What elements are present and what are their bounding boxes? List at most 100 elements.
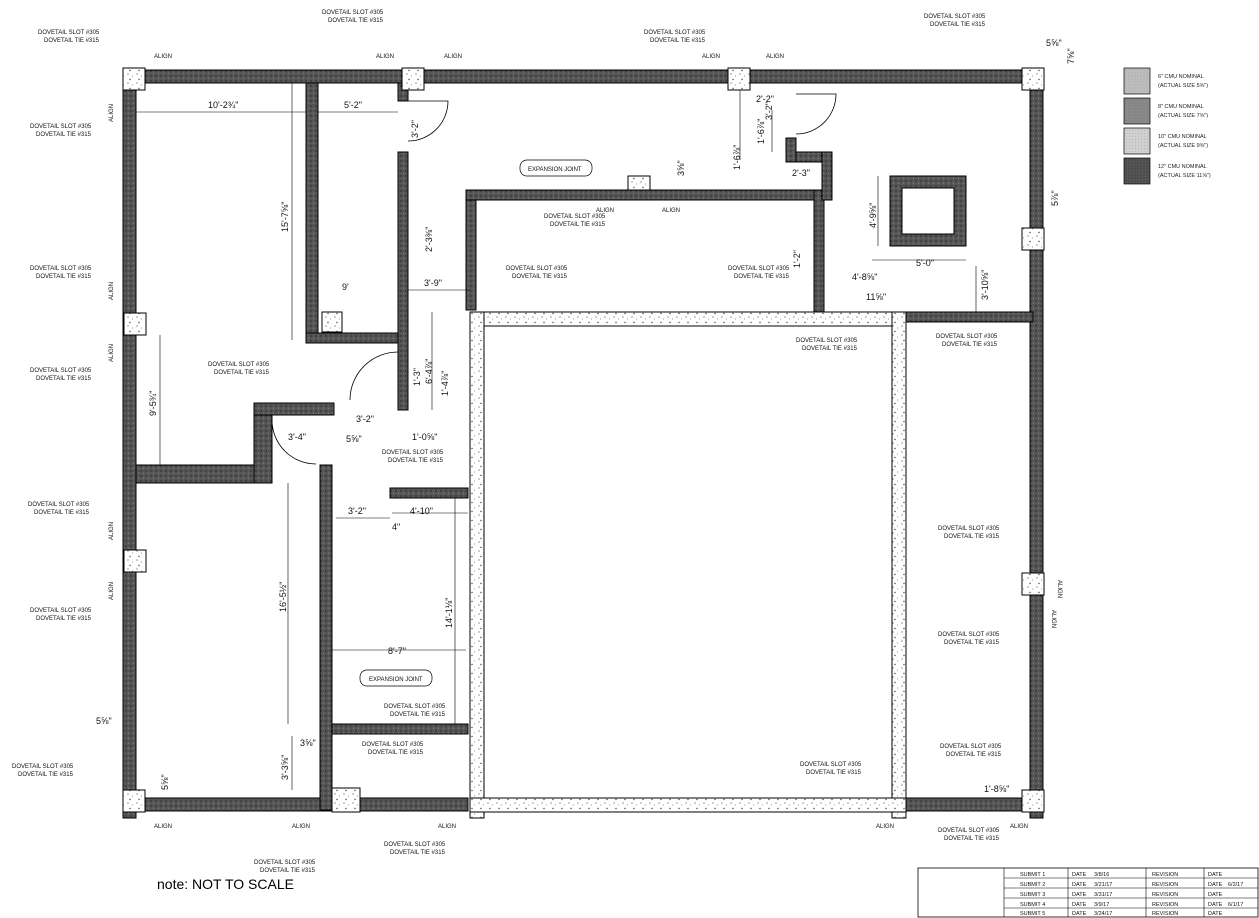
wall-interior [397,151,409,411]
dovetail-slot-label: DOVETAIL SLOT #305 [728,266,790,272]
align-label: ALIGN [766,54,784,60]
dovetail-slot-label: DOVETAIL SLOT #305 [644,30,706,36]
dovetail-slot-label: DOVETAIL SLOT #305 [28,502,90,508]
dovetail-tie-label: DOVETAIL TIE #315 [390,850,446,856]
door-swing [795,93,837,135]
dovetail-tie-label: DOVETAIL TIE #315 [328,18,384,24]
date-label: DATE [1072,872,1087,878]
date-value: 3/9/17 [1094,902,1109,908]
doors [271,93,837,465]
door-swing [271,419,317,465]
dovetail-tie-label: DOVETAIL TIE #315 [36,376,92,382]
align-label: ALIGN [154,824,172,830]
pilaster [321,311,343,333]
door-swing [349,351,399,401]
align-label: ALIGN [662,208,680,214]
dimension-text: 8'-7" [388,646,406,656]
dimension-text: 3'-2" [764,102,774,120]
date-label: DATE [1208,882,1223,888]
dimension-text: 1'-8⅝" [984,784,1009,794]
date-label: DATE [1072,882,1087,888]
dovetail-slot-label: DOVETAIL SLOT #305 [924,14,986,20]
dovetail-tie-label: DOVETAIL TIE #315 [36,132,92,138]
wall-interior [331,723,469,735]
wall-interior [319,464,333,811]
dimension-text: 3⅝" [676,160,686,176]
align-label: ALIGN [1010,824,1028,830]
dimension-text: 4'-8⅝" [852,272,877,282]
dovetail-slot-label: DOVETAIL SLOT #305 [506,266,568,272]
revision-label: REVISION [1152,892,1178,898]
dimension-text: 1'-2" [792,250,802,268]
dimension-text: 3'-2" [356,414,374,424]
concrete-north [469,311,907,327]
wall-interior [305,82,319,341]
wall-interior [465,189,823,201]
date-value: 3/24/17 [1094,911,1112,917]
wall-interior [389,487,469,499]
date-label: DATE [1072,902,1087,908]
dovetail-tie-label: DOVETAIL TIE #315 [946,752,1002,758]
align-label: ALIGN [376,54,394,60]
date-label: DATE [1208,911,1223,917]
revision-label: REVISION [1152,911,1178,917]
dimension-text: 10'-2¾" [208,100,238,110]
title-block: SUBMIT 1 DATE 3/8/16 REVISION DATE SUBMI… [917,867,1259,918]
concrete-east [891,311,907,819]
dovetail-slot-label: DOVETAIL SLOT #305 [938,526,1000,532]
submit-label: SUBMIT 1 [1020,872,1045,878]
date-value: 6/1/17 [1228,902,1243,908]
wall-south-left [122,797,469,812]
dovetail-slot-label: DOVETAIL SLOT #305 [938,632,1000,638]
dimension-text: 1'-3" [412,368,422,386]
dimension-text: 7⅝" [1066,48,1076,64]
dovetail-tie-label: DOVETAIL TIE #315 [650,38,706,44]
legend-swatch [1123,67,1151,95]
wall-north [122,69,1044,84]
dimension-text: 3'-2" [410,120,420,138]
align-label: ALIGN [876,824,894,830]
legend-label: (ACTUAL SIZE 11⅝") [1158,173,1211,179]
dovetail-slot-label: DOVETAIL SLOT #305 [362,742,424,748]
dovetail-slot-label: DOVETAIL SLOT #305 [254,860,316,866]
date-value: 3/21/17 [1094,882,1112,888]
dovetail-tie-label: DOVETAIL TIE #315 [512,274,568,280]
legend-label: (ACTUAL SIZE 7⅝") [1158,113,1208,119]
dovetail-slot-label: DOVETAIL SLOT #305 [30,368,92,374]
dovetail-tie-label: DOVETAIL TIE #315 [18,772,74,778]
dimension-text: 2'-3⅜" [424,227,434,252]
door-swing [407,100,449,142]
legend-label: 6" CMU NOMINAL [1158,74,1204,80]
wall-interior [465,189,477,311]
pilaster [1021,572,1045,596]
dovetail-tie-label: DOVETAIL TIE #315 [930,22,986,28]
expansion-joint-label: EXPANSION JOINT [528,167,582,173]
wall-interior [305,332,407,344]
submit-label: SUBMIT 2 [1020,882,1045,888]
wall-interior [135,464,273,484]
exterior-walls [122,69,1044,819]
dovetail-slot-label: DOVETAIL SLOT #305 [30,124,92,130]
dimension-text: 3'-2" [348,506,366,516]
dovetail-callouts: DOVETAIL SLOT #305 DOVETAIL TIE #315 DOV… [12,10,1002,874]
align-labels: ALIGN ALIGN ALIGN ALIGN ALIGN ALIGN ALIG… [109,54,1062,830]
legend-label: (ACTUAL SIZE 9⅝") [1158,143,1208,149]
dimension-text: 4" [392,522,400,532]
dimension-text: 15'-7⅝" [280,202,290,232]
shaft-opening [901,187,955,235]
align-label: ALIGN [1056,580,1062,598]
legend-swatch [1123,157,1151,185]
dimension-text: 2'-2" [756,94,774,104]
dimension-text: 9' [342,282,349,292]
dovetail-tie-label: DOVETAIL TIE #315 [550,222,606,228]
date-label: DATE [1208,892,1223,898]
dovetail-slot-label: DOVETAIL SLOT #305 [382,450,444,456]
dovetail-tie-label: DOVETAIL TIE #315 [260,868,316,874]
dimension-text: 16'-5½" [278,582,288,612]
wall-west [122,69,137,819]
dovetail-tie-label: DOVETAIL TIE #315 [36,616,92,622]
align-label: ALIGN [444,54,462,60]
legend-swatch [1123,127,1151,155]
expansion-joints: EXPANSION JOINT EXPANSION JOINT [359,159,593,687]
